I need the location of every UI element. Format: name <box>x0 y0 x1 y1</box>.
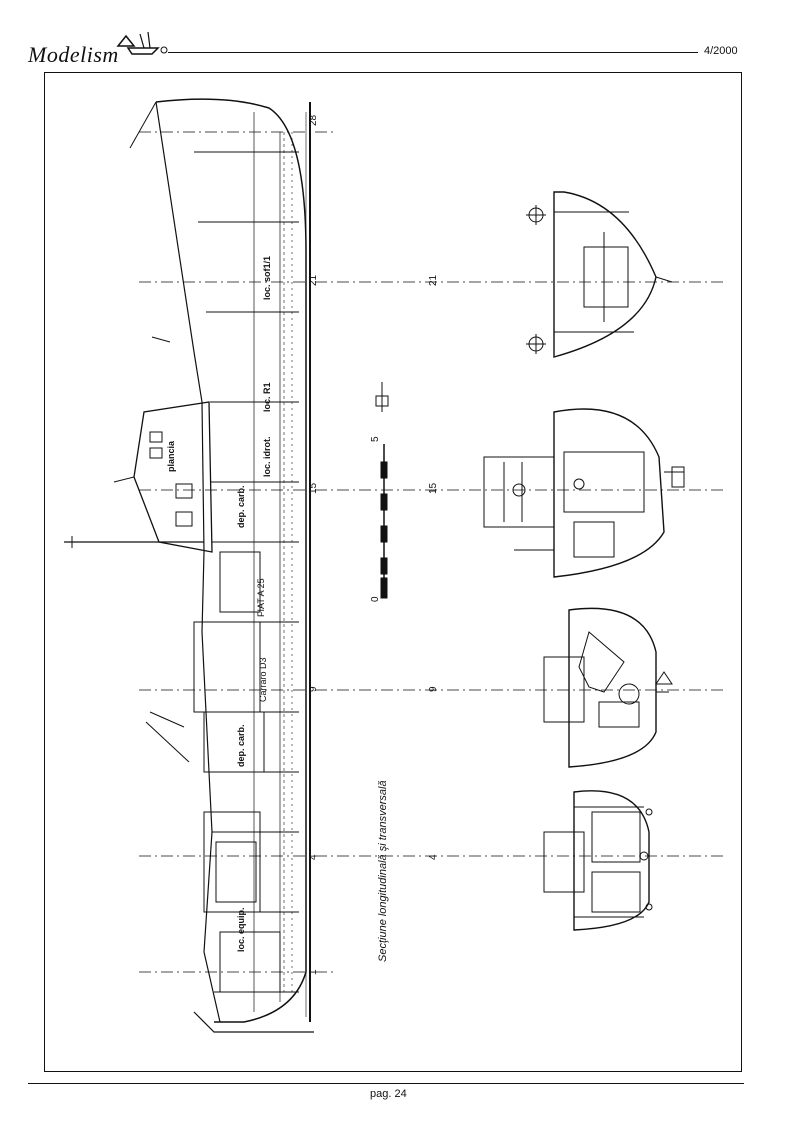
section-15 <box>483 408 685 578</box>
logo-boat-icon <box>116 31 168 55</box>
section-4 <box>543 790 653 931</box>
ship-plan-drawing: 28 21 15 9 4 1 21 15 9 4 5 0 Secţiune lo… <box>64 98 724 1033</box>
drawing-caption: Secţiune longitudinală şi transversală <box>377 780 389 962</box>
section-9 <box>543 607 673 768</box>
frame-number-28: 28 <box>308 114 319 126</box>
room-label-r1: loc. R1 <box>262 382 272 412</box>
frame-number-21: 21 <box>308 274 319 286</box>
room-label-officers: loc. sof1/1 <box>262 256 272 300</box>
magazine-logo: Modelism <box>28 28 178 68</box>
room-label-hydro: loc. idrot. <box>262 437 272 478</box>
scale-label-0: 0 <box>370 596 381 602</box>
frame-number-9: 9 <box>308 686 319 692</box>
longitudinal-section <box>64 98 314 1033</box>
station-lines <box>139 131 724 973</box>
room-label-fuel-fwd: dep. carb. <box>236 485 246 528</box>
frame-number-15: 15 <box>308 482 319 494</box>
room-label-engine-carraro: Carraro D3 <box>258 657 268 702</box>
section-number-9: 9 <box>428 686 439 692</box>
frame-number-1: 1 <box>308 969 319 975</box>
issue-number: 4/2000 <box>704 45 738 57</box>
footer-rule <box>28 1083 744 1084</box>
room-label-crew: loc. equip. <box>236 907 246 952</box>
room-label-fuel-aft: dep. carb. <box>236 724 246 767</box>
page-number: pag. 24 <box>370 1088 407 1100</box>
room-label-engine-fiat: FIAT A 25 <box>256 578 266 617</box>
section-21 <box>526 191 673 358</box>
frame-number-4: 4 <box>308 854 319 860</box>
logo-text: Modelism <box>28 42 119 67</box>
room-label-plancia: plancia <box>166 440 176 472</box>
header-rule <box>168 52 698 53</box>
section-number-4: 4 <box>428 854 439 860</box>
scale-label-5: 5 <box>370 436 381 442</box>
section-number-15: 15 <box>428 482 439 494</box>
drawing-frame <box>44 72 742 1072</box>
scale-bar <box>375 382 389 599</box>
section-number-21: 21 <box>428 274 439 286</box>
